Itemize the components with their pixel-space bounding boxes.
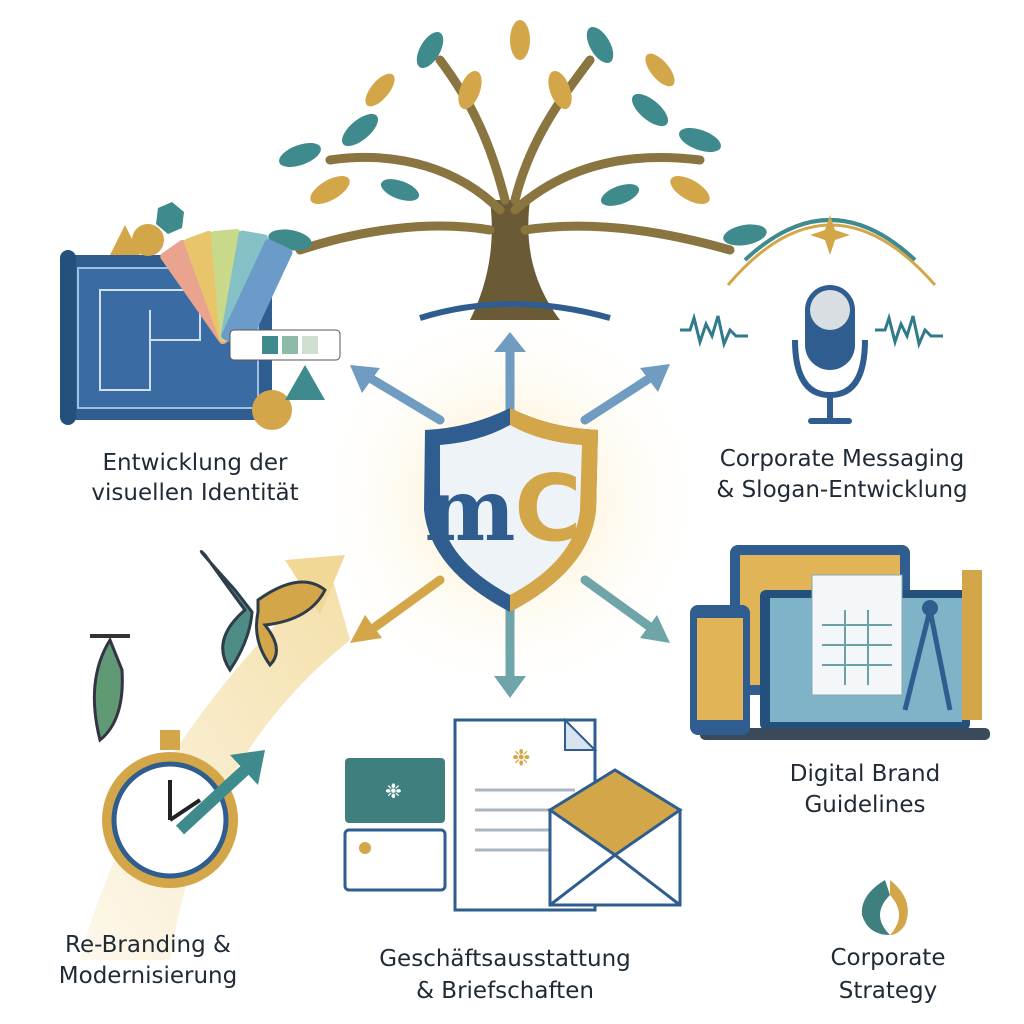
- svg-text:Guidelines: Guidelines: [804, 792, 925, 818]
- tree-icon: [268, 20, 767, 321]
- arrow-down: [494, 605, 526, 698]
- svg-text:Strategy: Strategy: [839, 978, 938, 1004]
- blueprint-palette-icon: [60, 202, 341, 430]
- svg-text:& Briefschaften: & Briefschaften: [416, 978, 594, 1004]
- arrow-up-right: [580, 364, 670, 425]
- rebranding-butterfly-clock-icon: [80, 550, 350, 960]
- logo-letters: m: [425, 460, 516, 561]
- mc-shield-logo: m C: [424, 408, 598, 612]
- arrow-down-left: [350, 575, 445, 643]
- label-visual-identity: Entwicklung der visuellen Identität: [91, 450, 298, 506]
- svg-text:& Slogan-Entwicklung: & Slogan-Entwicklung: [716, 477, 967, 503]
- svg-text:Modernisierung: Modernisierung: [59, 963, 237, 989]
- svg-text:Corporate: Corporate: [831, 945, 946, 971]
- arrow-up: [494, 332, 526, 415]
- label-corporate-strategy: Corporate Strategy: [831, 945, 946, 1004]
- svg-text:Geschäftsausstattung: Geschäftsausstattung: [379, 946, 631, 972]
- label-digital-brand-guidelines: Digital Brand Guidelines: [790, 761, 940, 818]
- radiating-arrows: [350, 332, 670, 698]
- arrow-down-right: [580, 575, 670, 643]
- svg-text:visuellen Identität: visuellen Identität: [91, 480, 298, 506]
- label-re-branding: Re-Branding & Modernisierung: [59, 932, 237, 989]
- svg-text:Digital Brand: Digital Brand: [790, 761, 940, 787]
- flame-logo-icon: [861, 880, 908, 935]
- svg-text:Re-Branding &: Re-Branding &: [65, 932, 231, 958]
- svg-text:❉: ❉: [385, 779, 402, 803]
- arrow-up-left: [350, 365, 445, 425]
- svg-text:❉: ❉: [512, 746, 530, 771]
- svg-text:C: C: [514, 455, 582, 562]
- digital-devices-icon: [690, 545, 990, 740]
- stationery-icon: ❉ ❉: [343, 717, 683, 912]
- svg-text:Entwicklung der: Entwicklung der: [103, 450, 288, 476]
- microphone-icon: [680, 215, 943, 424]
- svg-text:Corporate Messaging: Corporate Messaging: [720, 446, 965, 472]
- label-corporate-messaging: Corporate Messaging & Slogan-Entwicklung: [716, 446, 967, 503]
- label-business-stationery: Geschäftsausstattung & Briefschaften: [379, 946, 631, 1004]
